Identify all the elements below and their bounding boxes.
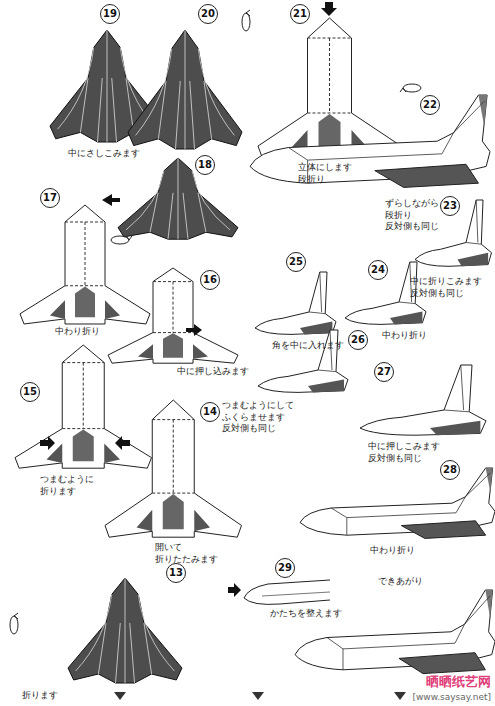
instruction-text: 開いて 折りたたみます xyxy=(155,542,218,565)
page-marker xyxy=(252,692,264,700)
step-number: 17 xyxy=(40,188,60,208)
instruction-text: 中わり折り xyxy=(370,545,415,557)
step-number-text: 14 xyxy=(203,407,217,417)
rotate-symbol xyxy=(242,10,250,31)
step-number-text: 17 xyxy=(43,193,57,203)
step29-figure xyxy=(244,580,330,604)
step-number: 29 xyxy=(275,558,295,578)
step-number-text: 25 xyxy=(289,257,303,267)
watermark-url: [www.saysay.net] xyxy=(412,692,491,704)
instruction-text: 中わり折り xyxy=(382,330,427,342)
push-arrow xyxy=(321,2,337,16)
step-number: 13 xyxy=(166,563,186,583)
step-number: 27 xyxy=(374,362,394,382)
step-number-text: 20 xyxy=(201,9,215,19)
instruction-text: つまむように 折ります xyxy=(40,474,94,497)
instruction-text: 中に押し込みます xyxy=(177,366,249,378)
instruction-text: 折ります xyxy=(22,690,58,702)
push-arrow xyxy=(115,436,130,450)
step-number-text: 19 xyxy=(103,9,117,19)
step-number: 25 xyxy=(286,252,306,272)
step-number-text: 29 xyxy=(278,563,292,573)
step17-figure xyxy=(20,205,150,324)
instruction-text: ずらしながら 段折り 反対側も同じ xyxy=(385,198,439,233)
fold-figure-part xyxy=(14,613,18,619)
instruction-text: 角を中に入れます xyxy=(272,340,344,352)
step-number: 18 xyxy=(195,155,215,175)
step14-figure xyxy=(105,400,242,537)
step-number-text: 16 xyxy=(203,275,217,285)
finished-figure xyxy=(295,590,495,674)
step27-figure xyxy=(360,365,486,435)
crease-line xyxy=(262,592,330,596)
step-number: 23 xyxy=(440,196,460,216)
push-arrow xyxy=(40,436,55,450)
step-number-text: 13 xyxy=(169,568,183,578)
step-number-text: 21 xyxy=(293,9,307,19)
step-number-text: 28 xyxy=(443,465,457,475)
push-arrow xyxy=(186,324,202,336)
step18-figure xyxy=(118,158,238,239)
step-number-text: 18 xyxy=(198,160,212,170)
step-number: 14 xyxy=(200,402,220,422)
page-marker xyxy=(394,692,406,700)
step-number: 26 xyxy=(348,330,368,350)
step-number-text: 27 xyxy=(377,367,391,377)
fold-figure-part xyxy=(400,88,406,92)
step15-figure xyxy=(15,345,152,468)
push-arrow xyxy=(228,583,241,597)
rotate-symbol xyxy=(10,613,18,634)
step-number: 15 xyxy=(20,382,40,402)
page-marker xyxy=(114,692,126,700)
push-arrow xyxy=(102,194,120,206)
step13-figure xyxy=(68,578,182,683)
step-number: 21 xyxy=(290,4,310,24)
step20-figure xyxy=(128,30,242,149)
step-number-text: 24 xyxy=(371,265,385,275)
step28-figure xyxy=(300,468,495,538)
step25-figure xyxy=(255,272,336,334)
instruction-text: かたちを整えます xyxy=(270,608,342,620)
step-number-text: 15 xyxy=(23,387,37,397)
watermark: 晒晒纸艺网 xyxy=(426,674,491,691)
step-number: 22 xyxy=(420,95,440,115)
step-number-text: 23 xyxy=(443,201,457,211)
step-number-text: 26 xyxy=(351,335,365,345)
step21-figure xyxy=(258,18,401,158)
step-number: 16 xyxy=(200,270,220,290)
step-number-text: 22 xyxy=(423,100,437,110)
step-number: 28 xyxy=(440,460,460,480)
step22-figure xyxy=(250,95,490,187)
step-number: 24 xyxy=(368,260,388,280)
step-number: 20 xyxy=(198,4,218,24)
instruction-text: つまむようにして ふくらませます 反対側も同じ xyxy=(222,400,294,435)
instruction-text: 立体にします 段折り xyxy=(298,162,352,185)
step26-figure xyxy=(258,330,348,392)
instruction-text: 中に押しこみます 反対側も同じ xyxy=(368,441,440,464)
step23-figure xyxy=(415,200,492,266)
finished-note: できあがり xyxy=(378,576,423,588)
step16-figure xyxy=(108,268,238,363)
rotate-symbol xyxy=(111,236,132,244)
step-number: 19 xyxy=(100,4,120,24)
instruction-text: 中に折りこみます 反対側も同じ xyxy=(410,276,482,299)
instruction-text: 中にさしこみます xyxy=(68,148,140,160)
rotate-symbol xyxy=(400,84,421,92)
fold-figure-part xyxy=(126,236,132,240)
instruction-text: 中わり折り xyxy=(55,326,100,338)
fold-figure-part xyxy=(246,10,250,16)
